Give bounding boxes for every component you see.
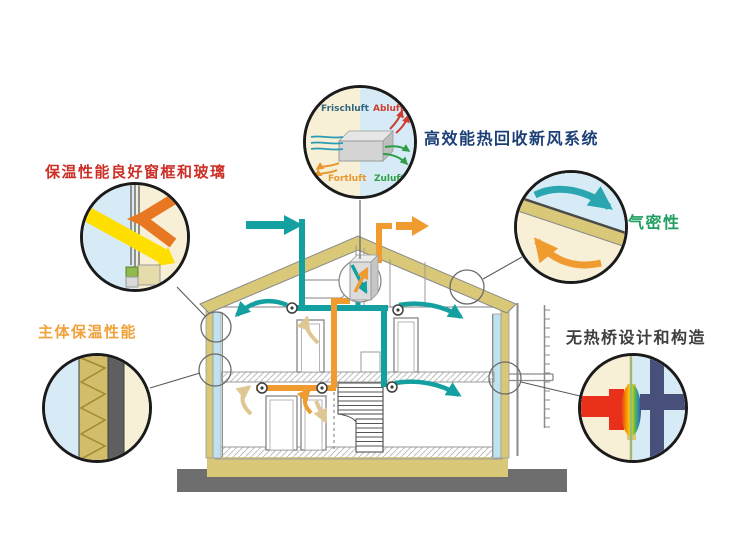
upper-floor-doors	[296, 317, 419, 373]
body-insulation-label: 主体保温性能	[38, 323, 138, 341]
wall-layers-icon	[45, 356, 149, 460]
airtightness-label: 气密性	[628, 213, 681, 232]
ventilation-system-label: 高效能热回收新风系统	[424, 129, 600, 148]
foundation-insulation	[207, 457, 508, 477]
window-glazing-icon	[83, 185, 187, 289]
ventilation-unit-detail-circle: Frischluft Abluft Fortluft Zuluft	[303, 85, 417, 199]
structure-horizontal-bar	[640, 394, 685, 410]
thermal-bridge-detail-circle	[578, 353, 688, 463]
insulation-zigzag	[79, 357, 107, 460]
room-air-flow-arrows	[235, 315, 327, 424]
window-detail-circle	[80, 182, 190, 292]
outgoing-air-label: Fortluft	[328, 174, 367, 184]
staircase	[337, 382, 384, 453]
callout-connector-lines	[149, 200, 581, 397]
detail-anchor-circles	[198, 269, 522, 395]
inside-air-arrow	[534, 237, 602, 269]
window-insulation-label: 保温性能良好窗框和玻璃	[45, 163, 227, 181]
ceiling-vents	[256, 302, 404, 394]
solar-gain-arrow	[83, 206, 167, 263]
fresh-air-label: Frischluft	[321, 104, 369, 114]
airtightness-detail-circle	[514, 170, 628, 284]
exhaust-air-arrow	[396, 216, 429, 236]
airtight-layer-icon	[517, 173, 625, 281]
outside-air-arrow	[533, 185, 613, 210]
roof-layer-band	[517, 196, 625, 247]
heat-flow-shape	[581, 389, 624, 430]
thermal-bridge-label: 无热桥设计和构造	[566, 328, 707, 347]
supply-air-pipes	[289, 219, 388, 387]
right-exterior-wall	[492, 310, 510, 459]
roof-beams	[199, 235, 517, 314]
exhaust-air-label: Abluft	[373, 104, 405, 114]
supply-air-flow-arrows	[234, 298, 464, 397]
fresh-air-intake-arrow	[246, 215, 303, 235]
supply-air-label: Zuluft	[374, 174, 405, 184]
thermal-bridge-icon	[581, 356, 685, 460]
wall-insulation-detail-circle	[42, 353, 152, 463]
heat-exchanger-unit	[338, 254, 382, 303]
middle-floor-slab	[221, 371, 495, 383]
